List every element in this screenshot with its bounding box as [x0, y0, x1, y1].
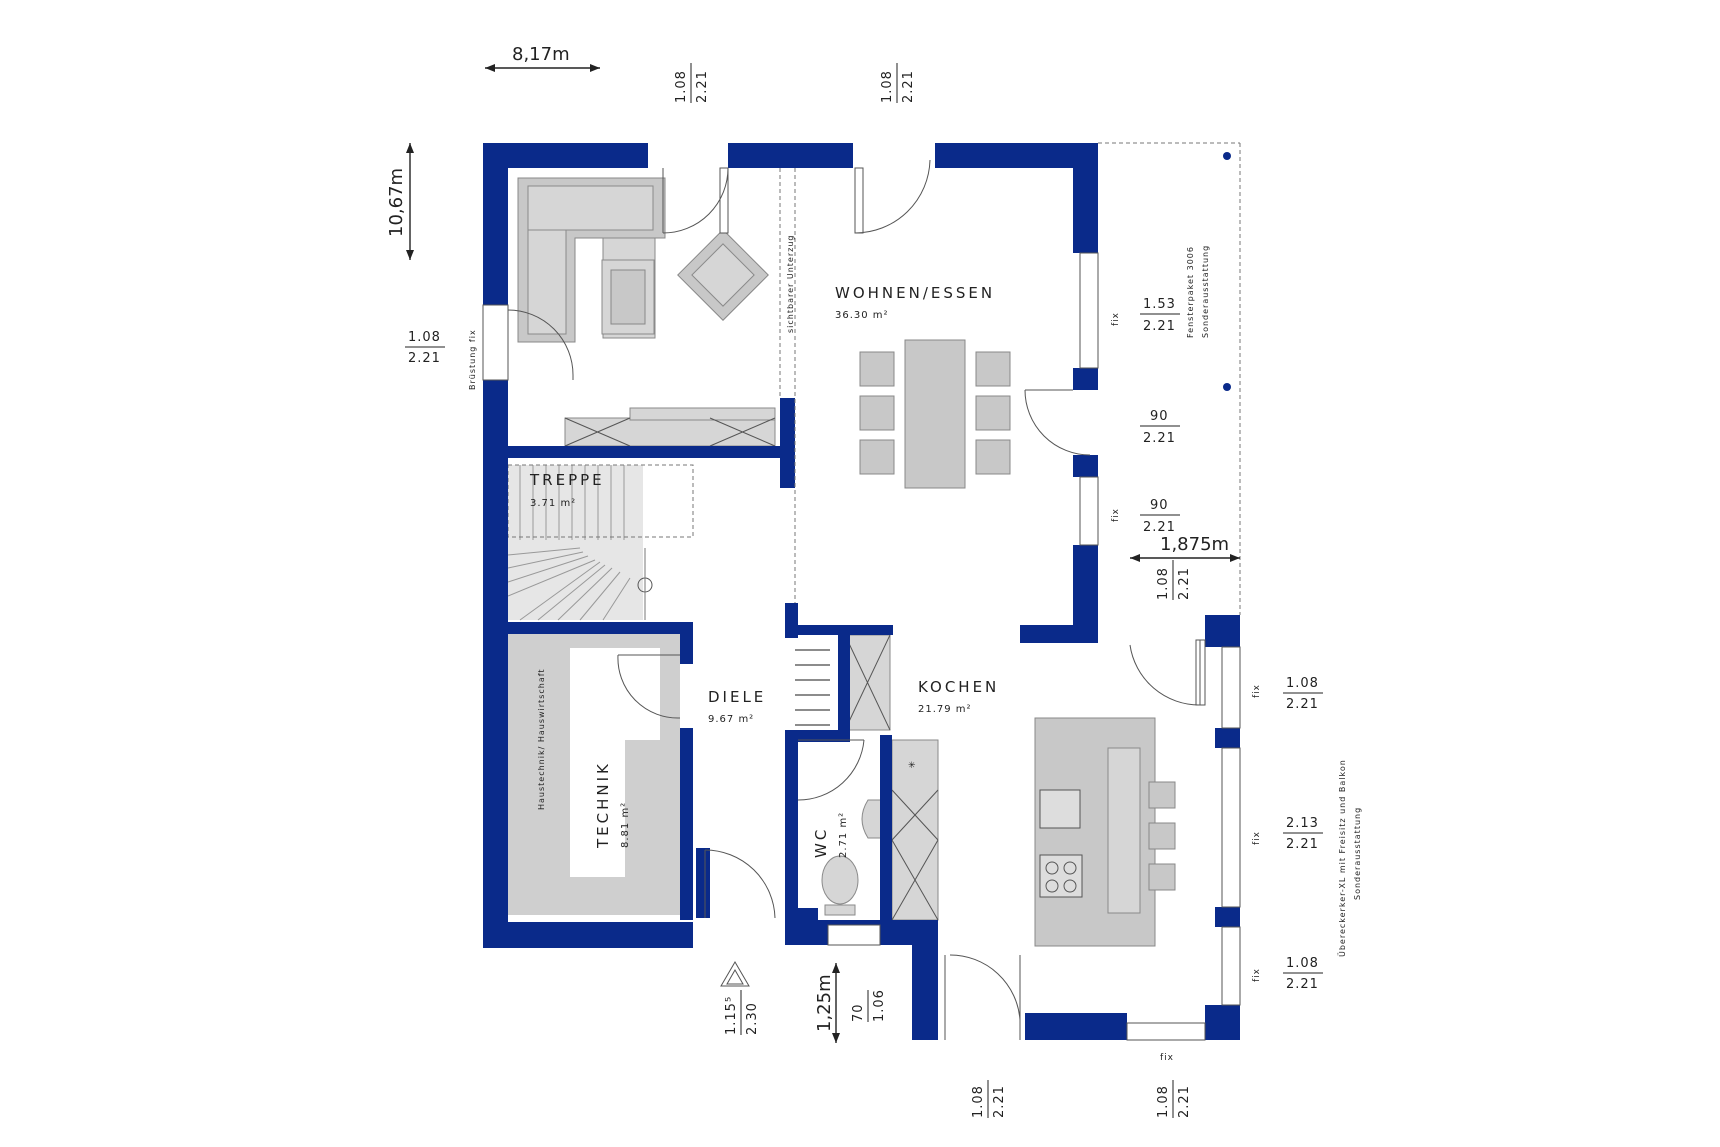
note-erker-2: Sonderausstattung	[1353, 807, 1362, 900]
room-area-technik: 8.81 m²	[620, 802, 631, 848]
room-area-diele: 9.67 m²	[708, 714, 754, 725]
room-name-diele: DIELE	[708, 688, 766, 706]
doors	[507, 159, 1201, 1040]
fix-label: fix	[1252, 831, 1262, 845]
opening-wc-window: 70 1.06	[851, 989, 887, 1022]
fix-label: fix	[1252, 684, 1262, 698]
svg-text:2.21: 2.21	[901, 70, 916, 103]
svg-text:90: 90	[1150, 409, 1169, 424]
windows	[482, 167, 1241, 1041]
svg-text:1.06: 1.06	[872, 989, 887, 1022]
armchair	[677, 229, 769, 321]
dining-table	[904, 339, 966, 489]
dimension-entry: 1,25m	[814, 963, 840, 1043]
opening-entry: 1.15⁵ 2.30	[724, 990, 760, 1035]
note-fensterpaket-2: Sonderausstattung	[1201, 245, 1210, 338]
note-erker-1: Übereckerker-XL mit Freisitz und Balkon	[1337, 759, 1347, 957]
svg-text:2.21: 2.21	[1286, 977, 1319, 992]
room-name-technik: TECHNIK	[594, 761, 612, 849]
svg-text:2.21: 2.21	[1177, 567, 1192, 600]
svg-text:2.21: 2.21	[1177, 1085, 1192, 1118]
fix-label: fix	[1111, 312, 1121, 326]
room-sub-technik: Haustechnik/ Hauswirtschaft	[537, 668, 546, 810]
opening-right-3: 90 2.21	[1140, 498, 1180, 535]
svg-text:2.30: 2.30	[745, 1002, 760, 1035]
room-area-kochen: 21.79 m²	[918, 704, 972, 715]
dimension-width: 8,17m	[485, 44, 600, 72]
dimension-bay: 1,875m	[1130, 534, 1240, 562]
wc-fixtures	[821, 799, 887, 916]
staircase	[507, 464, 694, 621]
room-name-wc: WC	[812, 827, 830, 858]
svg-text:2.21: 2.21	[1143, 520, 1176, 535]
svg-text:2.21: 2.21	[695, 70, 710, 103]
dimension-bay-label: 1,875m	[1160, 534, 1229, 555]
svg-text:1.08: 1.08	[971, 1085, 986, 1118]
svg-text:2.21: 2.21	[1143, 319, 1176, 334]
svg-text:1.08: 1.08	[880, 70, 895, 103]
svg-text:2.21: 2.21	[992, 1085, 1007, 1118]
bar-stools	[1148, 781, 1176, 891]
svg-text:1.08: 1.08	[1156, 567, 1171, 600]
svg-text:70: 70	[851, 1003, 866, 1022]
opening-erker-2: 2.13 2.21	[1283, 816, 1323, 852]
dimension-entry-label: 1,25m	[814, 974, 835, 1032]
svg-text:90: 90	[1150, 498, 1169, 513]
svg-text:1.08: 1.08	[1286, 676, 1319, 691]
svg-text:2.21: 2.21	[1143, 431, 1176, 446]
opening-erker-1: 1.08 2.21	[1283, 676, 1323, 712]
note-unterzug: sichtbarer Unterzug	[786, 235, 795, 333]
svg-text:1.08: 1.08	[1156, 1085, 1171, 1118]
svg-text:1.15⁵: 1.15⁵	[724, 996, 739, 1035]
svg-text:2.13: 2.13	[1286, 816, 1319, 831]
technik-room	[505, 633, 680, 915]
room-name-wohnen: WOHNEN/ESSEN	[835, 284, 995, 302]
note-bruestung: Brüstung fix	[468, 329, 477, 390]
fix-label: fix	[1111, 508, 1121, 522]
dining-chairs	[859, 351, 1011, 475]
opening-bottom-1: 1.08 2.21	[971, 1080, 1007, 1118]
dimension-depth: 10,67m	[386, 143, 414, 260]
opening-left: 1.08 2.21	[405, 330, 445, 366]
room-name-kochen: KOCHEN	[918, 678, 999, 696]
outlines	[779, 142, 1241, 615]
opening-top-left: 1.08 2.21	[674, 63, 710, 103]
room-area-wohnen: 36.30 m²	[835, 310, 889, 321]
kitchen-island	[1034, 717, 1156, 947]
svg-text:2.21: 2.21	[1286, 837, 1319, 852]
room-name-treppe: TREPPE	[529, 471, 605, 489]
room-area-treppe: 3.71 m²	[530, 498, 576, 509]
svg-text:✳: ✳	[908, 761, 917, 771]
entry-triangle-icon	[720, 961, 750, 987]
svg-text:1.08: 1.08	[408, 330, 441, 345]
dimension-depth-label: 10,67m	[386, 168, 407, 237]
walls	[483, 143, 1240, 1040]
svg-text:2.21: 2.21	[408, 351, 441, 366]
sideboard	[564, 407, 776, 447]
fix-label: fix	[1252, 968, 1262, 982]
opening-bottom-2: 1.08 2.21	[1156, 1080, 1192, 1118]
svg-text:1.08: 1.08	[1286, 956, 1319, 971]
svg-text:2.21: 2.21	[1286, 697, 1319, 712]
dimension-width-label: 8,17m	[512, 44, 570, 65]
note-fensterpaket-1: Fensterpaket 3006	[1186, 246, 1195, 338]
room-area-wc: 2.71 m²	[838, 812, 849, 858]
coat-rack	[795, 649, 830, 726]
opening-right-2: 90 2.21	[1140, 409, 1180, 446]
fix-label: fix	[1160, 1053, 1174, 1063]
kitchen-cabinets: ✳	[844, 634, 939, 921]
opening-right-4: 1.08 2.21	[1156, 560, 1192, 600]
opening-right-1: 1.53 2.21	[1140, 297, 1180, 334]
opening-top-mid: 1.08 2.21	[880, 63, 916, 103]
svg-text:1.08: 1.08	[674, 70, 689, 103]
svg-text:1.53: 1.53	[1143, 297, 1176, 312]
opening-erker-3: 1.08 2.21	[1283, 956, 1323, 992]
